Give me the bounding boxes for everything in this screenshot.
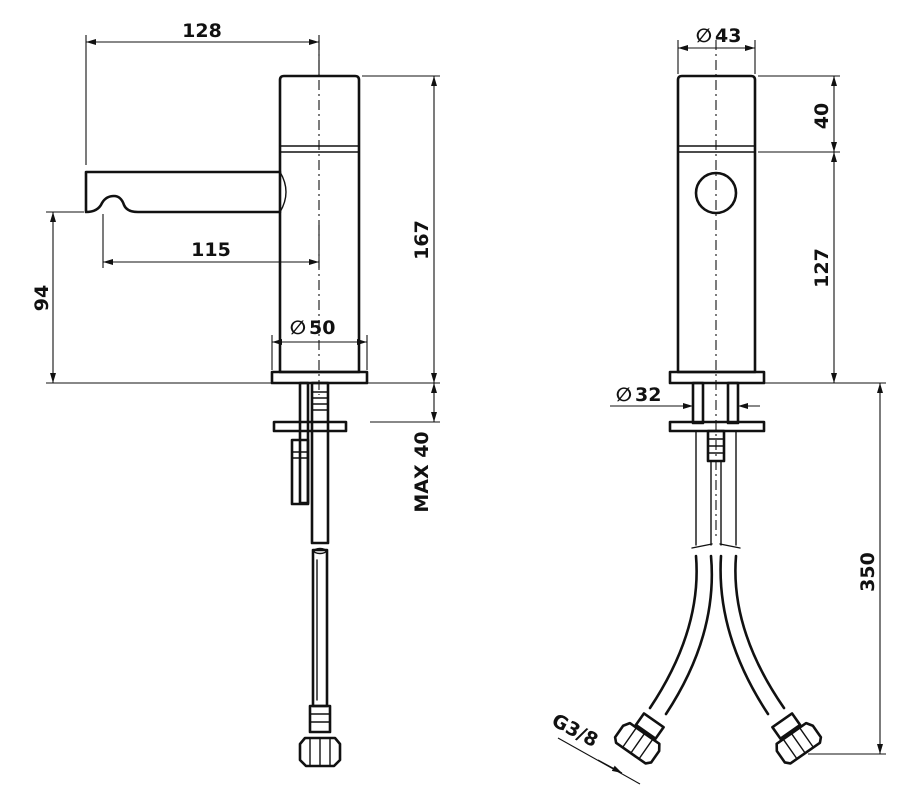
hose-side	[298, 547, 342, 768]
label-spout-height: 94	[31, 285, 53, 311]
mounting-shank-side	[272, 381, 348, 545]
label-shank-diameter: 32	[635, 384, 661, 406]
label-shank-diameter-symbol: ∅	[616, 384, 632, 406]
dimension-spout-length: 128	[85, 20, 320, 165]
label-top-section: 40	[811, 103, 833, 129]
label-base-diameter: 50	[309, 317, 335, 339]
spout-side	[84, 170, 287, 214]
dimension-spout-height: 94	[31, 211, 272, 384]
label-hose-length: 350	[857, 552, 879, 592]
label-base-diameter-symbol: ∅	[290, 317, 306, 339]
hoses-front	[613, 554, 823, 765]
label-body-diameter: 43	[715, 25, 741, 47]
dimension-spout-reach: 115	[102, 214, 320, 268]
side-view: 128 115 94 167 ∅ 50	[31, 20, 440, 768]
dimension-total-height: 167	[362, 75, 440, 384]
break-mark	[691, 543, 713, 549]
dimension-hose-length: 350	[764, 382, 886, 755]
front-view: ∅ 43 40 127 ∅ 32 350	[548, 25, 886, 785]
label-body-height: 127	[811, 248, 833, 288]
dimension-max-deck: MAX 40	[370, 383, 440, 513]
label-max-deck: MAX 40	[411, 431, 433, 512]
dimension-shank-diameter: ∅ 32	[610, 384, 760, 412]
label-spout-reach: 115	[191, 239, 231, 261]
label-total-height: 167	[411, 220, 433, 260]
mounting-shank-front	[668, 381, 766, 546]
base-plate-front	[668, 370, 766, 385]
break-mark	[719, 543, 741, 549]
dimension-top-section: 40	[758, 75, 840, 153]
sensor-window-icon	[694, 171, 738, 215]
dimension-body-diameter: ∅ 43	[677, 25, 756, 74]
faucet-body-front	[676, 74, 757, 374]
label-spout-length: 128	[182, 20, 222, 42]
dimension-base-diameter: ∅ 50	[271, 317, 368, 370]
dimension-body-height: 127	[764, 152, 840, 384]
label-connection-thread: G3/8	[548, 709, 602, 751]
label-body-diameter-symbol: ∅	[696, 25, 712, 47]
dimension-connection-thread: G3/8	[548, 709, 641, 785]
